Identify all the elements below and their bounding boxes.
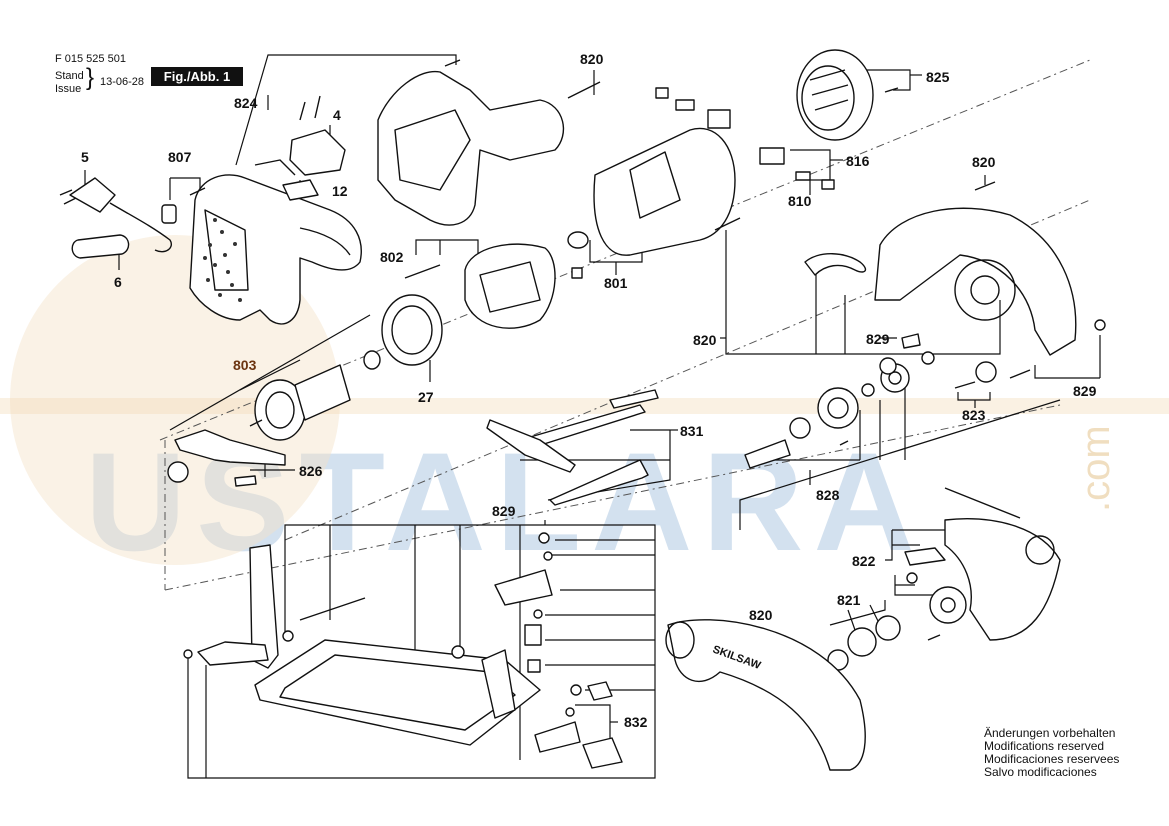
note-line-4: Salvo modificaciones: [984, 765, 1097, 779]
switch-part: [289, 95, 346, 176]
screw: [444, 59, 461, 67]
callout-831: 831: [680, 423, 704, 439]
parallel-guide-and-wrench: [486, 389, 659, 506]
brush-cap: [655, 87, 669, 99]
callout-810: 810: [788, 193, 812, 209]
note-line-2: Modifications reserved: [984, 739, 1105, 753]
callout-824: 824: [234, 95, 258, 111]
callout-27: 27: [418, 389, 434, 405]
callout-823: 823: [962, 407, 986, 423]
cable-wire: [254, 159, 296, 176]
motor-housing: [567, 127, 736, 256]
pin: [1009, 369, 1031, 379]
callout-5: 5: [81, 149, 89, 165]
watermark-circle: [10, 235, 340, 565]
nut: [1094, 319, 1106, 331]
brush-spring: [675, 99, 695, 111]
callout-820-guard: 820: [749, 607, 773, 623]
callout-807: 807: [168, 149, 192, 165]
brace-icon: }: [86, 64, 95, 91]
cord-clamp: [161, 187, 206, 224]
callout-801: 801: [604, 275, 628, 291]
power-plug: [59, 177, 172, 253]
callout-821: 821: [837, 592, 861, 608]
callout-829-b: 829: [1073, 383, 1097, 399]
armature: [249, 350, 381, 441]
note-line-1: Änderungen vorbehalten: [984, 726, 1116, 740]
bushing: [975, 361, 997, 383]
screw: [954, 381, 976, 389]
carbon-brush: [759, 147, 785, 165]
blade-flange-set: [827, 586, 967, 671]
lower-blade-guard: [904, 487, 1061, 641]
screw: [714, 217, 741, 231]
washer: [921, 351, 935, 365]
bushing: [901, 333, 921, 349]
spring-lever: [804, 253, 867, 276]
callout-802: 802: [380, 249, 404, 265]
screw: [567, 81, 601, 99]
base-plate: [183, 544, 541, 746]
rear-handle-housing: [189, 174, 362, 325]
callout-4: 4: [333, 107, 341, 123]
watermark-band: [0, 398, 1169, 414]
fan-baffle: [381, 294, 443, 366]
callout-829-a: 829: [866, 331, 890, 347]
cord-sleeve: [71, 234, 130, 259]
note-line-3: Modificaciones reservees: [984, 752, 1120, 766]
spindle-lock: [174, 429, 286, 466]
callout-829-bottom: 829: [492, 503, 516, 519]
callout-12: 12: [332, 183, 348, 199]
stand-label: Stand: [55, 70, 84, 82]
callout-825: 825: [926, 69, 950, 85]
spring: [234, 475, 257, 487]
blade-guard-cover: [665, 619, 866, 771]
callout-820-right: 820: [972, 154, 996, 170]
callout-6: 6: [114, 274, 122, 290]
issue-date: 13-06-28: [100, 76, 145, 88]
spindle-assembly: [744, 357, 910, 469]
bearing: [167, 461, 189, 483]
callout-828: 828: [816, 487, 840, 503]
brush-cap: [821, 179, 835, 190]
motor-housing-half: [377, 70, 565, 226]
suppressor-part: [282, 179, 319, 201]
field-coil: [404, 243, 583, 329]
callout-816: 816: [846, 153, 870, 169]
bevel-bracket: [481, 532, 623, 769]
issue-label: Issue: [55, 83, 82, 95]
fan-housing: [796, 49, 874, 141]
brush-holder: [707, 109, 731, 129]
callout-820-mid: 820: [693, 332, 717, 348]
figure-label: Fig./Abb. 1: [151, 67, 243, 86]
upper-blade-guard: [874, 207, 1077, 356]
callout-820-top: 820: [580, 51, 604, 67]
screw: [974, 181, 996, 191]
callout-832: 832: [624, 714, 648, 730]
callout-803: 803: [233, 357, 257, 373]
callout-822: 822: [852, 553, 876, 569]
doc-number: F 015 525 501: [55, 53, 126, 65]
screw: [884, 87, 899, 93]
callout-826: 826: [299, 463, 323, 479]
brush-spring: [795, 171, 811, 181]
